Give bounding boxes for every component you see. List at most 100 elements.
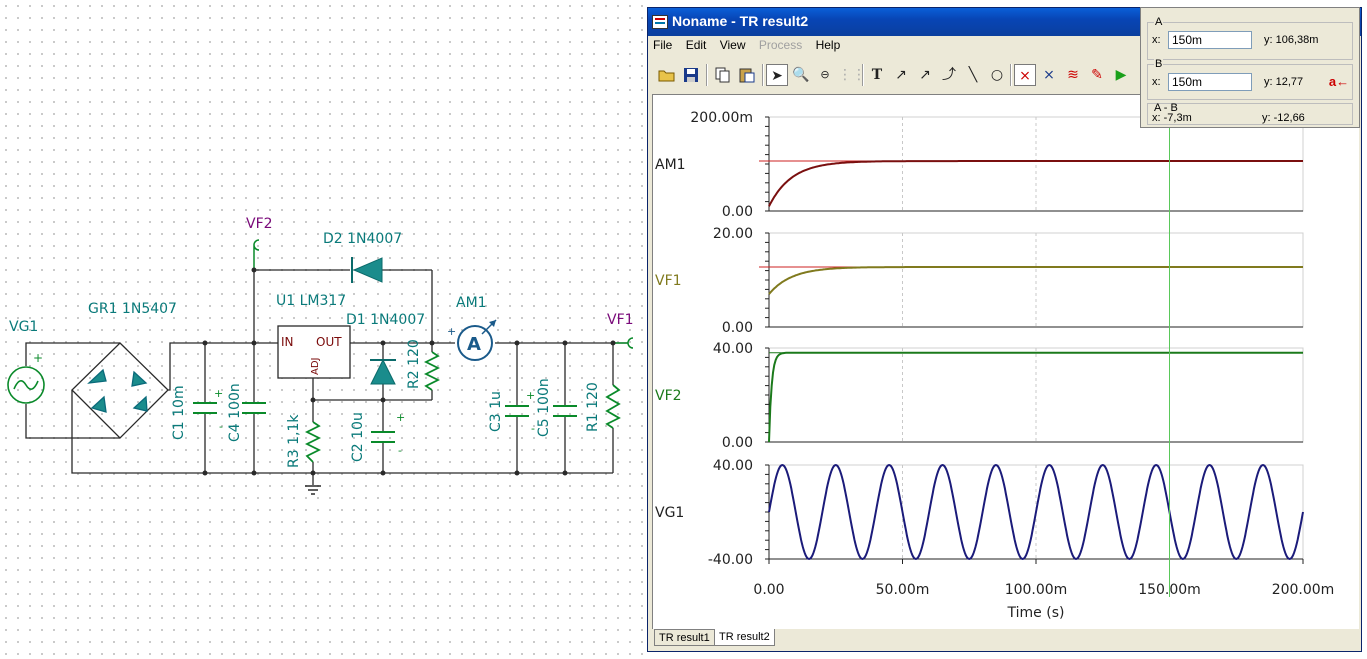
curves-icon[interactable]: ≋ — [1067, 67, 1079, 83]
label-vf1: VF1 — [607, 312, 634, 328]
d1-diode[interactable] — [370, 358, 396, 385]
label-c2-plus: + — [396, 411, 405, 424]
toolbar: ➤ 🔍 ⊖ ⋮⋮ T ↗ ↗ ⤴ ╲ ○ ⨯ ⨯ ≋ ✎ ▶ — [652, 62, 1357, 90]
label-r3: R3 1,1k — [286, 414, 302, 468]
label-r1: R1 120 — [585, 382, 601, 432]
menu-edit[interactable]: Edit — [685, 38, 707, 52]
zoom-100-icon[interactable]: ⊖ — [820, 68, 830, 81]
open-folder-icon[interactable] — [656, 64, 678, 86]
annotate-1-icon[interactable]: ↗ — [895, 67, 907, 83]
tab-tr-result1[interactable]: TR result1 — [654, 629, 715, 646]
u1-regulator[interactable] — [277, 325, 351, 379]
series-line-am1 — [768, 160, 1303, 207]
x-tick-label: 50.00m — [876, 582, 930, 598]
schematic-canvas[interactable]: + — [0, 0, 645, 659]
menu-help[interactable]: Help — [815, 38, 841, 52]
r2-resistor[interactable] — [423, 351, 441, 391]
cursor-a-x-label: x: — [1152, 34, 1161, 46]
y-top-label: 200.00m — [690, 110, 753, 126]
label-gr1: GR1 1N5407 — [88, 301, 177, 317]
r1-resistor[interactable] — [605, 384, 621, 429]
probe-icon[interactable]: ✎ — [1091, 67, 1103, 83]
save-icon[interactable] — [680, 64, 702, 86]
label-vf2: VF2 — [246, 216, 273, 232]
waveform-chart[interactable]: 200.00m0.00AM120.000.00VF140.000.00VF240… — [653, 95, 1359, 629]
label-c4: C4 100n — [227, 383, 243, 442]
series-label-vg1: VG1 — [655, 505, 684, 521]
cursor-a-y-value: y: 106,38m — [1264, 34, 1319, 46]
result-tabs: TR result1 TR result2 — [652, 628, 1357, 648]
cursor-a-x-input[interactable]: 150m — [1168, 31, 1252, 49]
cursor-diff-x: x: -7,3m — [1152, 112, 1192, 124]
cursor-swap-button[interactable]: a← — [1328, 74, 1350, 89]
c4-capacitor[interactable] — [242, 402, 266, 414]
c1-capacitor[interactable] — [193, 402, 217, 414]
annotate-3-icon[interactable]: ⤴ — [942, 67, 956, 83]
menu-view[interactable]: View — [719, 38, 746, 52]
label-am1: AM1 — [456, 295, 487, 311]
label-r2: R2 120 — [406, 339, 422, 389]
vf1-probe[interactable] — [613, 337, 634, 349]
cursor-a-icon[interactable]: ⨯ — [1014, 64, 1036, 86]
vg1-source[interactable]: + — [7, 351, 45, 404]
paste-icon[interactable] — [736, 64, 758, 86]
zoom-in-icon[interactable]: 🔍 — [792, 67, 810, 83]
copy-icon[interactable] — [712, 64, 734, 86]
label-d1: D1 1N4007 — [346, 312, 425, 328]
label-c1-minus: - — [219, 420, 223, 433]
ground-icon — [305, 485, 321, 495]
x-axis-label: Time (s) — [1007, 605, 1065, 621]
c3-capacitor[interactable] — [505, 405, 529, 417]
svg-text:+: + — [33, 351, 43, 365]
d2-diode[interactable] — [351, 257, 383, 283]
tab-tr-result2[interactable]: TR result2 — [714, 629, 775, 646]
c2-capacitor[interactable] — [371, 431, 395, 443]
label-u1: U1 LM317 — [276, 293, 346, 309]
cursor-b-x-input[interactable]: 150m — [1168, 73, 1252, 91]
series-line-vf1 — [768, 266, 1303, 295]
am1-ammeter[interactable] — [457, 319, 497, 361]
label-vg1: VG1 — [9, 319, 38, 335]
app-icon — [652, 15, 668, 29]
label-d2: D2 1N4007 — [323, 231, 402, 247]
text-icon[interactable]: T — [871, 67, 883, 83]
series-line-vf2 — [768, 351, 1303, 443]
gr1-bridge[interactable] — [71, 342, 169, 439]
pointer-icon[interactable]: ➤ — [766, 64, 788, 86]
cursor-diff-y: y: -12,66 — [1262, 112, 1305, 124]
x-tick-label: 200.00m — [1272, 582, 1335, 598]
r3-resistor[interactable] — [304, 421, 322, 463]
menu-file[interactable]: File — [653, 38, 673, 52]
vf2-probe[interactable] — [253, 239, 260, 270]
annotate-2-icon[interactable]: ↗ — [919, 67, 931, 83]
label-am1-plus: + — [447, 325, 456, 338]
series-line-vg1 — [768, 463, 1304, 561]
result-window[interactable]: Noname - TR result2 File Edit View Proce… — [647, 7, 1362, 652]
y-bottom-label: -40.00 — [708, 552, 753, 568]
cursor-a-title: A — [1154, 16, 1164, 28]
label-c5: C5 100n — [536, 378, 552, 437]
x-tick-label: 100.00m — [1005, 582, 1068, 598]
cursor-b-icon[interactable]: ⨯ — [1043, 67, 1055, 83]
cursor-b-x-label: x: — [1152, 76, 1161, 88]
c5-capacitor[interactable] — [553, 405, 577, 417]
cursor-a-group: A x: 150m y: 106,38m — [1147, 16, 1353, 60]
label-c1-plus: + — [214, 387, 223, 400]
y-bottom-label: 0.00 — [722, 320, 753, 336]
grid-icon[interactable]: ⋮⋮ — [838, 67, 866, 83]
cursor-b-group: B x: 150m y: 12,77 a← — [1147, 58, 1353, 100]
menu-process[interactable]: Process — [758, 38, 803, 52]
window-title: Noname - TR result2 — [672, 13, 809, 29]
circle-icon[interactable]: ○ — [990, 67, 1004, 83]
y-top-label: 20.00 — [713, 226, 753, 242]
cursor-panel[interactable]: A x: 150m y: 106,38m B x: 150m y: 12,77 … — [1140, 7, 1360, 128]
y-bottom-label: 0.00 — [722, 435, 753, 451]
run-icon[interactable]: ▶ — [1115, 67, 1127, 83]
schematic-drawing: + — [7, 216, 634, 495]
line-icon[interactable]: ╲ — [968, 67, 978, 83]
